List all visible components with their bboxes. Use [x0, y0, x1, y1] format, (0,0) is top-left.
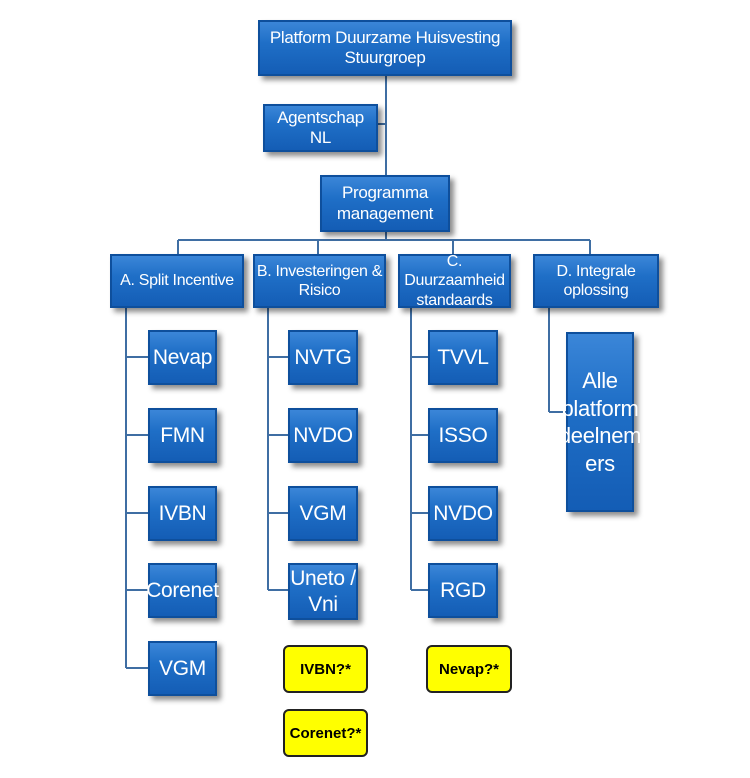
note-corenet: Corenet?* [283, 709, 368, 757]
note-nevap: Nevap?* [426, 645, 512, 693]
member-box-isso: ISSO [428, 408, 498, 463]
column-c-line2: standaards [416, 291, 493, 309]
column-c-header: C. Duurzaamheid standaards [398, 253, 511, 309]
column-d-header: D. Integrale oplossing [533, 254, 659, 308]
member-box-vgm: VGM [148, 641, 217, 696]
steering-group-line1: Platform Duurzame Huisvesting [269, 27, 501, 47]
column-a-line1: A. Split Incentive [120, 272, 234, 290]
column-a-header: A. Split Incentive [110, 254, 244, 308]
agency-label: Agentschap NL [277, 107, 364, 147]
member-box-nvdo: NVDO [288, 408, 358, 463]
column-b-header: B. Investeringen & Risico [253, 254, 386, 308]
member-box-uneto-vni: Uneto / Vni [288, 563, 358, 620]
member-box-nvdo: NVDO [428, 486, 498, 541]
program-line2: management [336, 203, 434, 223]
steering-group-line2: Stuurgroep [344, 48, 426, 67]
column-d-line1: D. Integrale [556, 262, 636, 280]
member-box-tvvl: TVVL [428, 330, 498, 385]
member-box-nevap: Nevap [148, 330, 217, 385]
member-box-rgd: RGD [428, 563, 498, 618]
column-d-line2: oplossing [563, 282, 629, 299]
member-box-nvtg: NVTG [288, 330, 358, 385]
member-box-vgm: VGM [288, 486, 358, 541]
note-ivbn: IVBN?* [283, 645, 368, 693]
steering-group-box: Platform Duurzame Huisvesting Stuurgroep [258, 20, 512, 76]
member-box-ivbn: IVBN [148, 486, 217, 541]
member-box-all-participants: Alle platform deelnem ers [559, 332, 641, 512]
program-management-box: Programma management [320, 175, 450, 232]
column-b-line1: B. Investeringen & [256, 262, 383, 280]
column-c-line1: C. Duurzaamheid [404, 253, 505, 290]
column-b-line2: Risico [298, 282, 341, 299]
agency-box: Agentschap NL [263, 104, 378, 152]
member-box-fmn: FMN [148, 408, 217, 463]
program-line1: Programma [341, 183, 429, 203]
member-box-corenet: Corenet [146, 563, 219, 618]
